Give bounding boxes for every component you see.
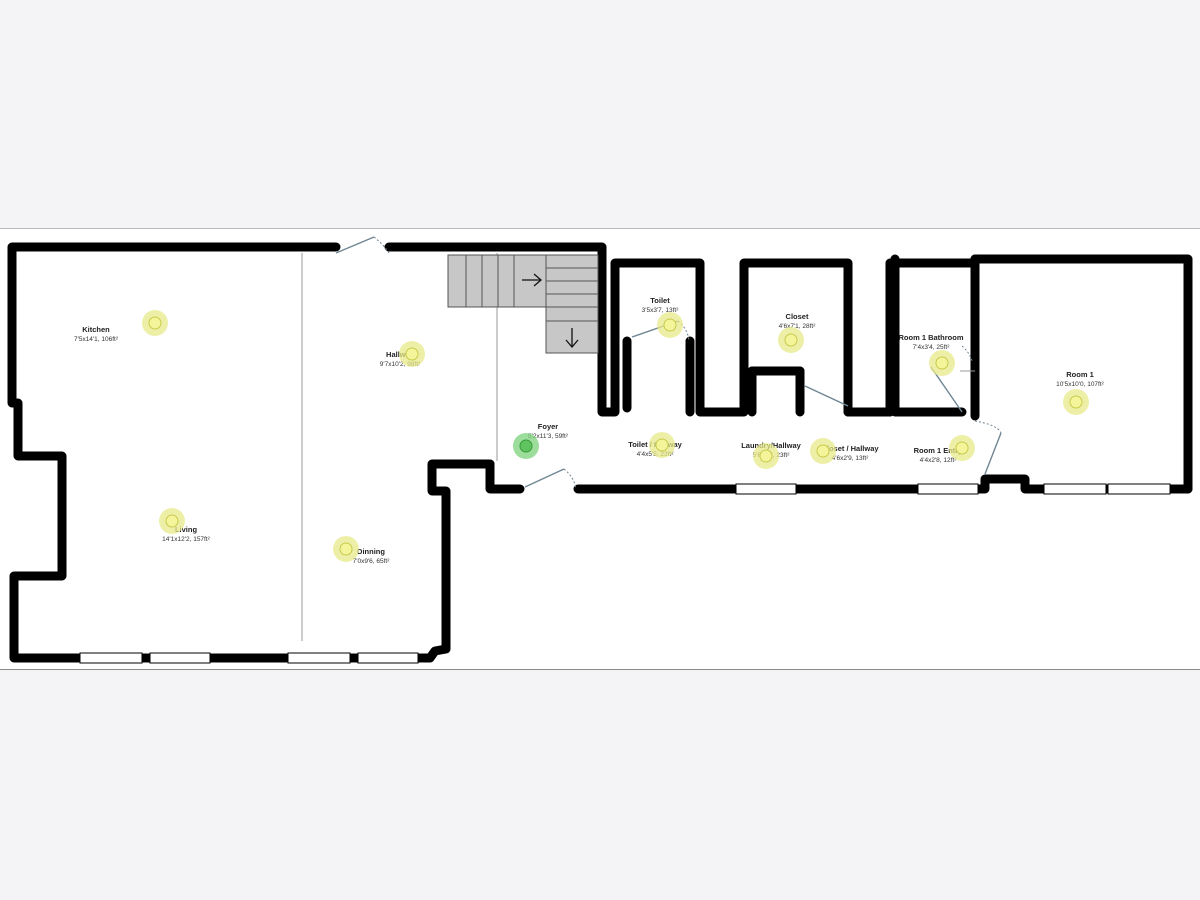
marker-room1-entry[interactable] — [949, 435, 975, 461]
svg-text:Room 1 Entry: Room 1 Entry — [914, 446, 964, 455]
room-label-foyer: Foyer 5'2x11'3, 59ft² — [528, 422, 569, 440]
marker-foyer-active[interactable] — [513, 433, 539, 459]
marker-room1[interactable] — [1063, 389, 1089, 415]
stair-arrow-right-icon — [522, 273, 542, 287]
svg-text:5'2x11'3, 59ft²: 5'2x11'3, 59ft² — [528, 433, 569, 440]
svg-text:Living: Living — [175, 525, 198, 534]
svg-text:7'5x14'1, 106ft²: 7'5x14'1, 106ft² — [74, 336, 119, 343]
room-label-room1: Room 1 10'5x10'0, 107ft² — [1056, 370, 1104, 388]
room-label-closet-hallway: Closet / Hallway 4'6x2'9, 13ft² — [821, 444, 879, 462]
room-label-kitchen: Kitchen 7'5x14'1, 106ft² — [74, 325, 119, 343]
wall-room1-divider — [890, 254, 980, 421]
wall-corridor-bottom — [485, 459, 525, 494]
svg-text:Foyer: Foyer — [538, 422, 559, 431]
marker-toilet[interactable] — [657, 312, 683, 338]
svg-text:Room 1: Room 1 — [1066, 370, 1094, 379]
room-label-dinning: Dinning 7'0x9'6, 65ft² — [353, 547, 391, 565]
marker-kitchen[interactable] — [142, 310, 168, 336]
marker-laundry-hallway[interactable] — [753, 443, 779, 469]
svg-text:14'1x12'2, 157ft²: 14'1x12'2, 157ft² — [162, 536, 210, 543]
room-label-room1-bathroom: Room 1 Bathroom 7'4x3'4, 25ft² — [898, 333, 963, 351]
svg-text:Closet / Hallway: Closet / Hallway — [821, 444, 879, 453]
wall-toilet-inner — [622, 336, 805, 417]
stair-arrow-down-icon — [565, 328, 579, 348]
svg-text:7'4x3'4, 25ft²: 7'4x3'4, 25ft² — [913, 344, 951, 351]
windows — [79, 483, 1171, 664]
floor-plan-frame: Kitchen 7'5x14'1, 106ft² Hallway 9'7x10'… — [0, 228, 1200, 670]
marker-dinning[interactable] — [333, 536, 359, 562]
room-label-closet: Closet 4'6x7'1, 28ft² — [779, 312, 817, 330]
svg-text:Closet: Closet — [786, 312, 809, 321]
svg-text:9'7x10'2, 98ft²: 9'7x10'2, 98ft² — [380, 361, 421, 368]
svg-text:3'5x3'7, 13ft²: 3'5x3'7, 13ft² — [642, 307, 680, 314]
marker-toilet-hallway[interactable] — [649, 432, 675, 458]
svg-text:Dinning: Dinning — [357, 547, 385, 556]
svg-text:4'4x2'8, 12ft²: 4'4x2'8, 12ft² — [920, 457, 958, 464]
svg-text:Toilet: Toilet — [650, 296, 670, 305]
room-label-living: Living 14'1x12'2, 157ft² — [162, 525, 210, 543]
wall-left-block — [7, 242, 495, 663]
marker-closet[interactable] — [778, 327, 804, 353]
marker-closet-hallway[interactable] — [810, 438, 836, 464]
room-label-toilet: Toilet 3'5x3'7, 13ft² — [642, 296, 680, 314]
stairs — [447, 254, 599, 354]
marker-hallway[interactable] — [399, 341, 425, 367]
svg-text:7'0x9'6, 65ft²: 7'0x9'6, 65ft² — [353, 558, 391, 565]
svg-text:Kitchen: Kitchen — [82, 325, 110, 334]
wall-closet-inner — [747, 366, 895, 417]
marker-living[interactable] — [159, 508, 185, 534]
floor-plan: Kitchen 7'5x14'1, 106ft² Hallway 9'7x10'… — [7, 236, 1193, 664]
svg-text:4'6x2'9, 13ft²: 4'6x2'9, 13ft² — [832, 455, 870, 462]
marker-room1-bathroom[interactable] — [929, 350, 955, 376]
svg-text:10'5x10'0, 107ft²: 10'5x10'0, 107ft² — [1056, 381, 1104, 388]
room-label-room1-entry: Room 1 Entry 4'4x2'8, 12ft² — [914, 446, 964, 464]
svg-text:Room 1 Bathroom: Room 1 Bathroom — [898, 333, 963, 342]
svg-text:4'6x7'1, 28ft²: 4'6x7'1, 28ft² — [779, 323, 817, 330]
